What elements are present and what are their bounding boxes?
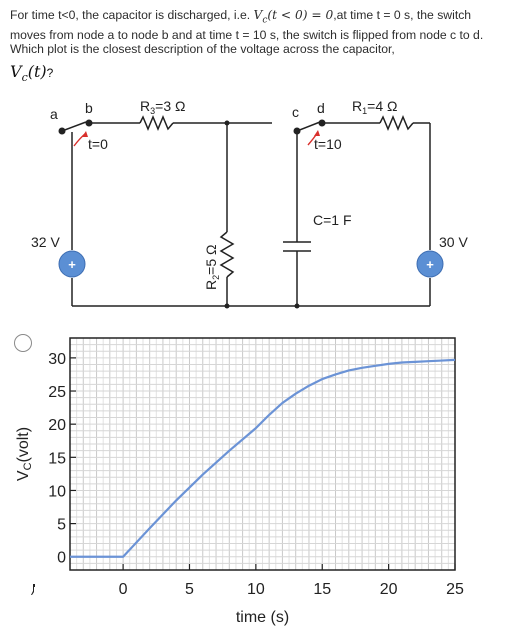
voltage-source-right-icon [416, 250, 444, 278]
switch2-time-label: t=10 [314, 136, 342, 152]
circuit-diagram: + + a b c d t=0 t=10 R3=3 Ω R1=4 Ω R2=5 … [31, 98, 468, 309]
r2-label: R2=5 Ω [203, 245, 221, 290]
x-tick-label: 0 [119, 581, 128, 598]
switch1-time-label: t=0 [88, 136, 108, 152]
y-tick-label: 20 [48, 417, 66, 434]
node-c-label: c [292, 104, 299, 120]
source-right-label: 30 V [439, 234, 468, 250]
r3-label: R3=3 Ω [140, 98, 185, 116]
y-tick-label: 15 [48, 450, 66, 467]
voltage-chart: 0 5 10 15 20 25 0 5 10 15 20 25 30 time (s) VC(volt) [15, 337, 464, 626]
x-tick-label: 10 [247, 581, 265, 598]
y-tick-label: 30 [48, 351, 66, 368]
node-b-dot [85, 119, 93, 127]
answer-option-radio[interactable] [14, 334, 32, 352]
x-tick-label: 25 [446, 581, 464, 598]
y-tick-label: 5 [57, 517, 66, 534]
node-c-dot [293, 127, 301, 135]
y-tick-label: 25 [48, 384, 66, 401]
vc-of-t-label: Vc(t)? [10, 62, 54, 85]
node-a-dot [58, 127, 66, 135]
node-d-dot [318, 119, 326, 127]
x-tick-label: 5 [185, 581, 194, 598]
x-tick-label: 15 [313, 581, 331, 598]
x-tick-label: 20 [380, 581, 398, 598]
node-b-label: b [85, 100, 93, 116]
svg-text:+: + [426, 257, 434, 272]
y-axis-label: VC(volt) [15, 427, 34, 481]
y-tick-label: 10 [48, 483, 66, 500]
condition-math: Vc(t < 0) = 0 [253, 8, 334, 26]
x-axis-label: time (s) [236, 609, 289, 626]
voltage-source-left-icon [58, 250, 86, 278]
question-part1: For time t<0, the capacitor is discharge… [10, 8, 254, 22]
mouse-cursor-icon [31, 584, 35, 595]
node-a-label: a [50, 106, 58, 122]
node-d-label: d [317, 100, 325, 116]
voltage-curve [70, 358, 456, 558]
source-left-label: 32 V [31, 234, 60, 250]
svg-text:+: + [68, 257, 76, 272]
capacitor-label: C=1 F [313, 212, 352, 228]
plot-frame [69, 337, 456, 571]
question-part2: ,at time t = 0 s, the switch moves from … [10, 8, 484, 57]
r1-label: R1=4 Ω [352, 98, 397, 116]
y-tick-label: 0 [57, 550, 66, 567]
question-text: For time t<0, the capacitor is discharge… [10, 8, 508, 57]
